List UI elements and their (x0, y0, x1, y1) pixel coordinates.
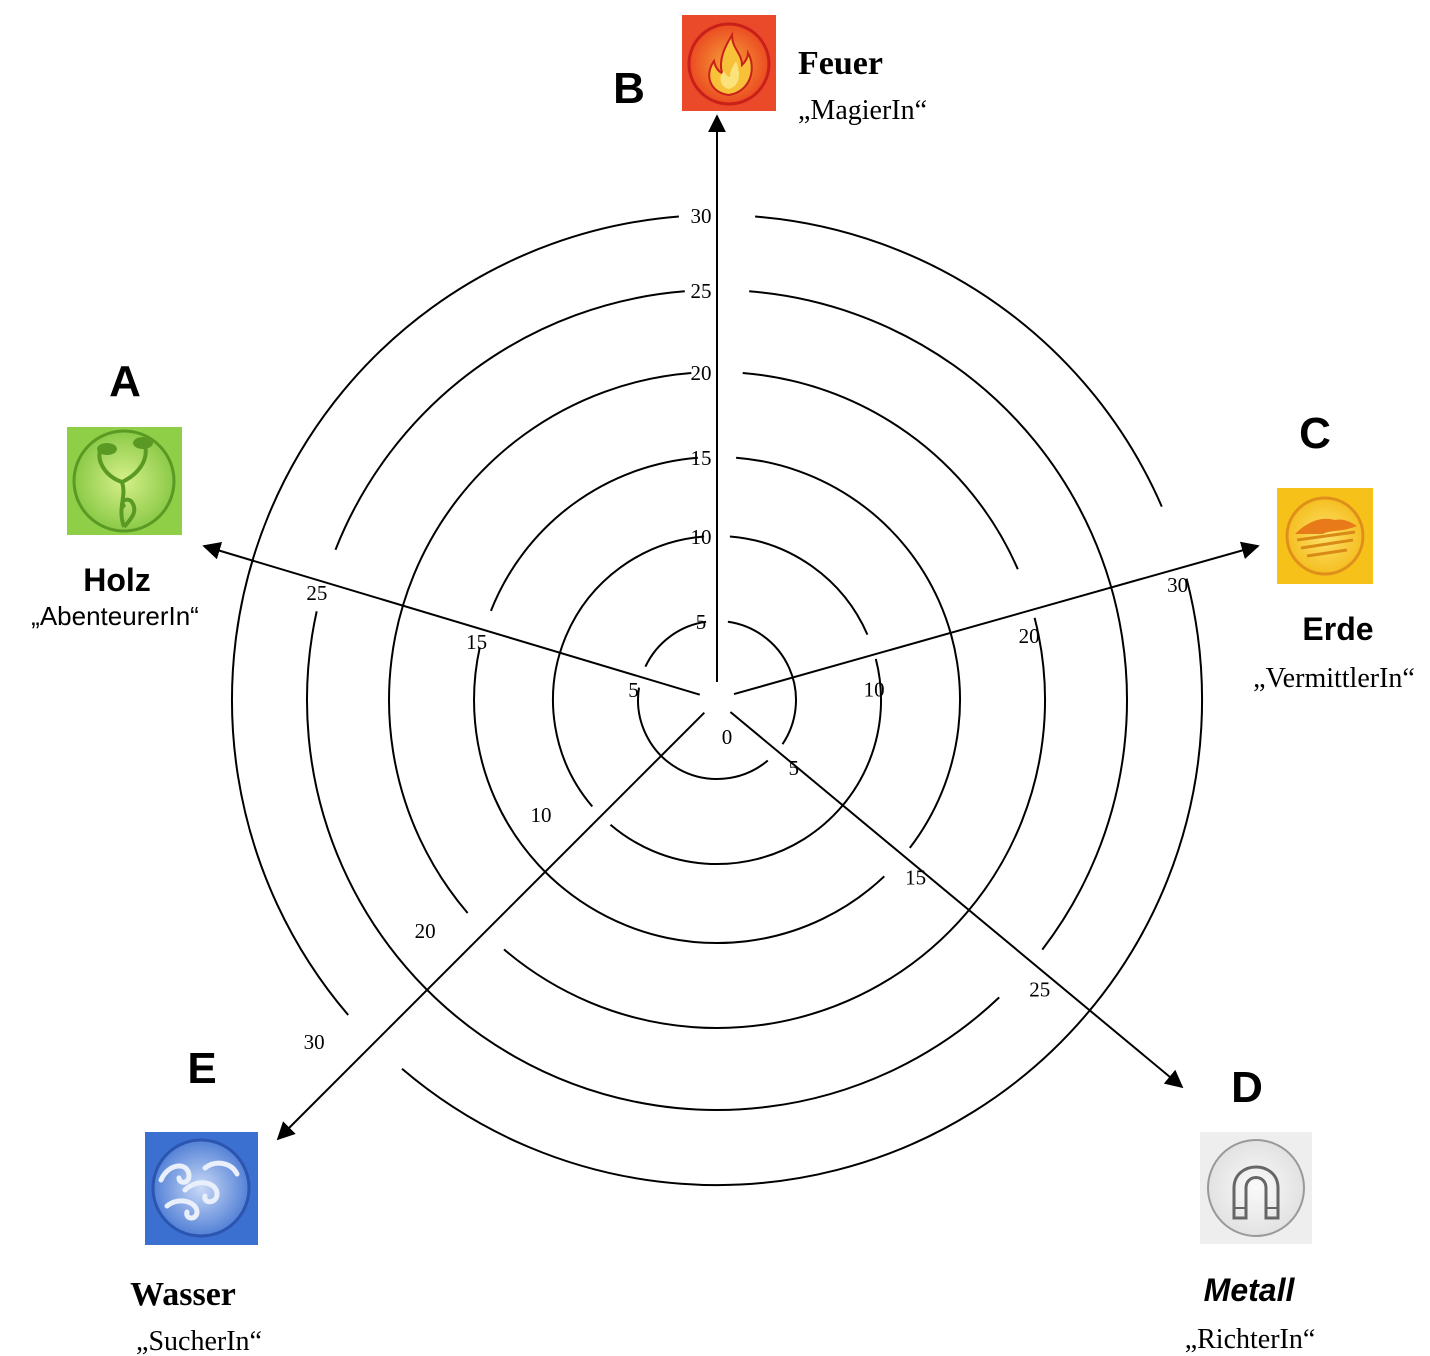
tick-label-d-15: 15 (905, 866, 926, 890)
ring-layer (230, 215, 1204, 1187)
wood-tree-icon (67, 427, 182, 535)
element-name-wasser: Wasser (130, 1276, 236, 1313)
letter-c: C (1299, 409, 1331, 458)
role-magierin: „MagierIn“ (798, 95, 927, 126)
tick-label-d-5: 5 (788, 756, 799, 780)
axis-e-arrow (276, 711, 706, 1141)
tick-label-e-20: 20 (415, 919, 436, 943)
water-wave-icon (145, 1132, 258, 1245)
ring-30 (755, 215, 1163, 507)
axis-a-arrow (202, 542, 701, 696)
element-name-feuer: Feuer (798, 45, 883, 82)
ring-5 (637, 687, 769, 780)
element-name-holz: Holz (83, 562, 151, 598)
tick-label-b-10: 10 (691, 525, 712, 549)
tick-label-b-15: 15 (691, 446, 712, 470)
ring-15 (736, 456, 961, 849)
earth-icon (1277, 488, 1373, 584)
role-vermittlerin: „VermittlerIn“ (1253, 663, 1415, 694)
tick-label-c-10: 10 (864, 678, 885, 702)
tick-label-c-20: 20 (1019, 624, 1040, 648)
axis-c-arrow (733, 541, 1260, 696)
element-name-metall: Metall (1204, 1272, 1296, 1308)
axis-d-arrow (729, 711, 1184, 1089)
ring-20 (388, 372, 692, 914)
ring-25 (749, 290, 1128, 951)
tick-label-a-15: 15 (466, 630, 487, 654)
element-name-erde: Erde (1302, 611, 1373, 647)
tick-label-e-30: 30 (304, 1030, 325, 1054)
tick-label-d-25: 25 (1029, 977, 1050, 1001)
tick-label-e-10: 10 (531, 803, 552, 827)
fire-flame-icon (682, 15, 776, 111)
center-zero-label: 0 (722, 725, 733, 749)
ring-15 (473, 647, 885, 945)
role-richterin: „RichterIn“ (1185, 1324, 1316, 1355)
ring-10 (552, 535, 705, 808)
tick-label-b-30: 30 (691, 204, 712, 228)
tick-label-a-25: 25 (306, 581, 327, 605)
tick-label-b-25: 25 (691, 279, 712, 303)
ring-30 (401, 578, 1204, 1187)
tick-label-b-20: 20 (691, 361, 712, 385)
ring-20 (742, 372, 1019, 570)
letter-b: B (613, 64, 645, 113)
letter-e: E (187, 1044, 216, 1093)
ring-10 (609, 658, 883, 866)
letter-d: D (1231, 1063, 1263, 1112)
role-abenteurerin: „AbenteurerIn“ (31, 601, 199, 631)
letter-a: A (109, 357, 141, 406)
ring-15 (489, 456, 698, 612)
ring-5 (644, 620, 707, 668)
role-sucherin: „SucherIn“ (136, 1326, 262, 1356)
ring-10 (729, 535, 869, 635)
metal-magnet-icon (1200, 1132, 1312, 1244)
tick-label-layer: 5 15 25 5 10 15 20 25 30 10 20 30 5 15 25 10 20 30 (304, 204, 1188, 1054)
ring-30 (230, 215, 679, 1016)
tick-label-c-30: 30 (1167, 573, 1188, 597)
ring-20 (503, 617, 1046, 1029)
tick-label-b-5: 5 (696, 610, 707, 634)
ring-5 (727, 620, 797, 745)
axis-layer (202, 114, 1260, 1141)
ring-25 (334, 290, 685, 551)
ring-25 (306, 611, 1000, 1111)
tick-label-a-5: 5 (628, 678, 639, 702)
